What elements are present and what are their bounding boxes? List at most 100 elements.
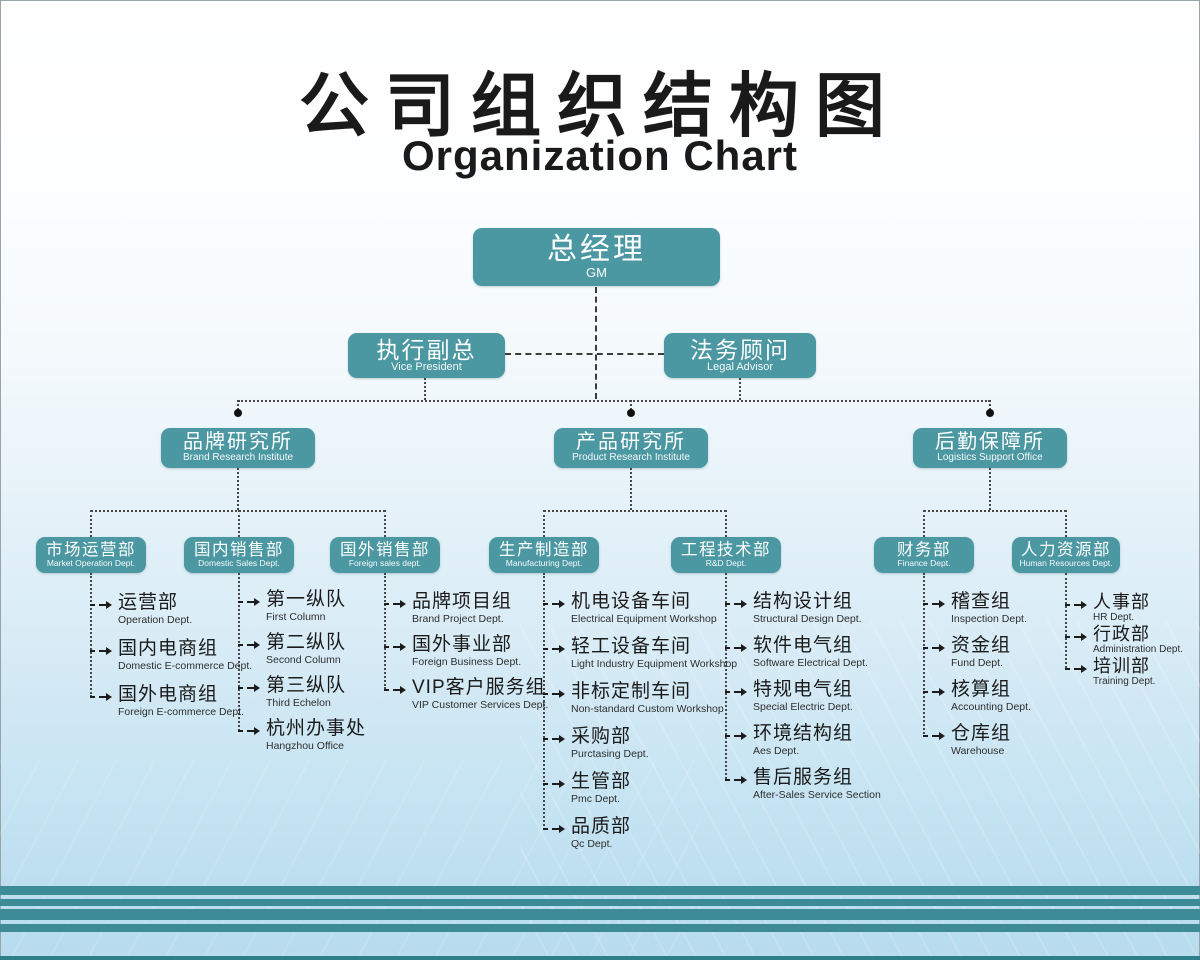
node-label-en: Legal Advisor — [706, 360, 774, 373]
leaf-label-cn: 国内电商组 — [118, 638, 219, 659]
node-foreign-sales-dept: 国外销售部 Foreign sales dept. — [330, 537, 440, 573]
leaf-label-cn: 生管部 — [571, 771, 632, 792]
leaf-label-cn: 运营部 — [118, 592, 179, 613]
leaf-label-en: Domestic E-commerce Dept. — [118, 660, 253, 672]
arrow-icon — [923, 688, 951, 696]
leaf-label-en: Light Industry Equipment Workshop — [571, 658, 738, 670]
node-label-cn: 生产制造部 — [499, 540, 589, 559]
arrow-icon — [90, 647, 118, 655]
connector-gm-down — [595, 287, 597, 399]
leaf-label-cn: 特规电气组 — [753, 679, 854, 700]
node-label-cn: 人力资源部 — [1021, 540, 1111, 559]
arrow-icon — [725, 732, 753, 740]
arrow-icon — [923, 644, 951, 652]
arrow-icon — [90, 601, 118, 609]
node-market-operation-dept: 市场运营部 Market Operation Dept. — [36, 537, 146, 573]
leaf-label-en: Inspection Dept. — [951, 613, 1027, 625]
leaf-label-cn: 国外电商组 — [118, 684, 219, 705]
node-rnd-dept: 工程技术部 R&D Dept. — [671, 537, 781, 573]
page-title: 公司组织结构图 — [299, 65, 901, 147]
node-label-cn: 市场运营部 — [46, 540, 136, 559]
leaf-label-en: Third Echelon — [266, 697, 331, 709]
leaf-label-cn: 环境结构组 — [753, 723, 854, 744]
connector-rail-logistics — [924, 510, 1066, 512]
leaf-label-en: Fund Dept. — [951, 657, 1003, 669]
arrow-icon — [90, 693, 118, 701]
junction-dot — [627, 409, 635, 417]
arrow-icon — [238, 641, 266, 649]
leaf-label-en: Software Electrical Dept. — [753, 657, 868, 669]
leaf-spine-manufacturing — [543, 573, 545, 826]
leaf-label-cn: 行政部 — [1093, 624, 1150, 644]
arrow-icon — [725, 644, 753, 652]
connector-dept-stub — [725, 510, 727, 537]
leaf-label-cn: 结构设计组 — [753, 591, 854, 612]
leaf-label-en: First Column — [266, 611, 326, 623]
connector-dept-stub — [1065, 510, 1067, 537]
node-label-en: Product Research Institute — [572, 452, 690, 464]
leaf-label-cn: 软件电气组 — [753, 635, 854, 656]
leaf-label-en: Qc Dept. — [571, 838, 613, 850]
node-product-research-institute: 产品研究所 Product Research Institute — [554, 428, 708, 468]
node-legal-advisor: 法务顾问 Legal Advisor — [664, 333, 816, 378]
leaf-label-en: Foreign Business Dept. — [412, 656, 522, 668]
leaf-label-en: Purctasing Dept. — [571, 748, 649, 760]
arrow-icon — [543, 735, 571, 743]
connector-dot-stub — [630, 400, 632, 410]
arrow-icon — [725, 776, 753, 784]
arrow-icon — [543, 645, 571, 653]
leaf-label-cn: 轻工设备车间 — [571, 636, 692, 657]
arrow-icon — [1065, 665, 1093, 673]
bottom-stripe — [0, 909, 1200, 920]
connector-dept-stub — [384, 510, 386, 537]
arrow-icon — [238, 598, 266, 606]
leaf-label-en: Brand Project Dept. — [412, 613, 504, 625]
arrow-icon — [543, 780, 571, 788]
connector-dept-stub — [238, 510, 240, 537]
arrow-icon — [725, 600, 753, 608]
connector-logistics-down — [989, 468, 991, 510]
arrow-icon — [238, 684, 266, 692]
node-label-cn: 总经理 — [547, 232, 646, 266]
node-label-cn: 执行副总 — [376, 336, 477, 363]
arrow-icon — [1065, 601, 1093, 609]
leaf-label-cn: 核算组 — [951, 679, 1012, 700]
node-brand-research-institute: 品牌研究所 Brand Research Institute — [161, 428, 315, 468]
leaf-label-en: Aes Dept. — [753, 745, 800, 757]
leaf-spine-hr — [1065, 573, 1067, 668]
node-label-en: Human Resources Dept. — [1019, 558, 1113, 569]
arrow-icon — [923, 600, 951, 608]
leaf-label-cn: 品牌项目组 — [412, 591, 513, 612]
leaf-label-en: Accounting Dept. — [951, 701, 1031, 713]
leaf-label-cn: 杭州办事处 — [266, 718, 367, 739]
arrow-icon — [238, 727, 266, 735]
leaf-label-en: HR Dept. — [1093, 612, 1135, 623]
leaf-label-en: Second Column — [266, 654, 341, 666]
leaf-label-en: Pmc Dept. — [571, 793, 621, 805]
arrow-icon — [543, 690, 571, 698]
node-label-cn: 国内销售部 — [194, 540, 284, 559]
connector-dept-stub — [90, 510, 92, 537]
leaf-spine-rnd — [725, 573, 727, 779]
node-label-cn: 产品研究所 — [576, 431, 686, 454]
